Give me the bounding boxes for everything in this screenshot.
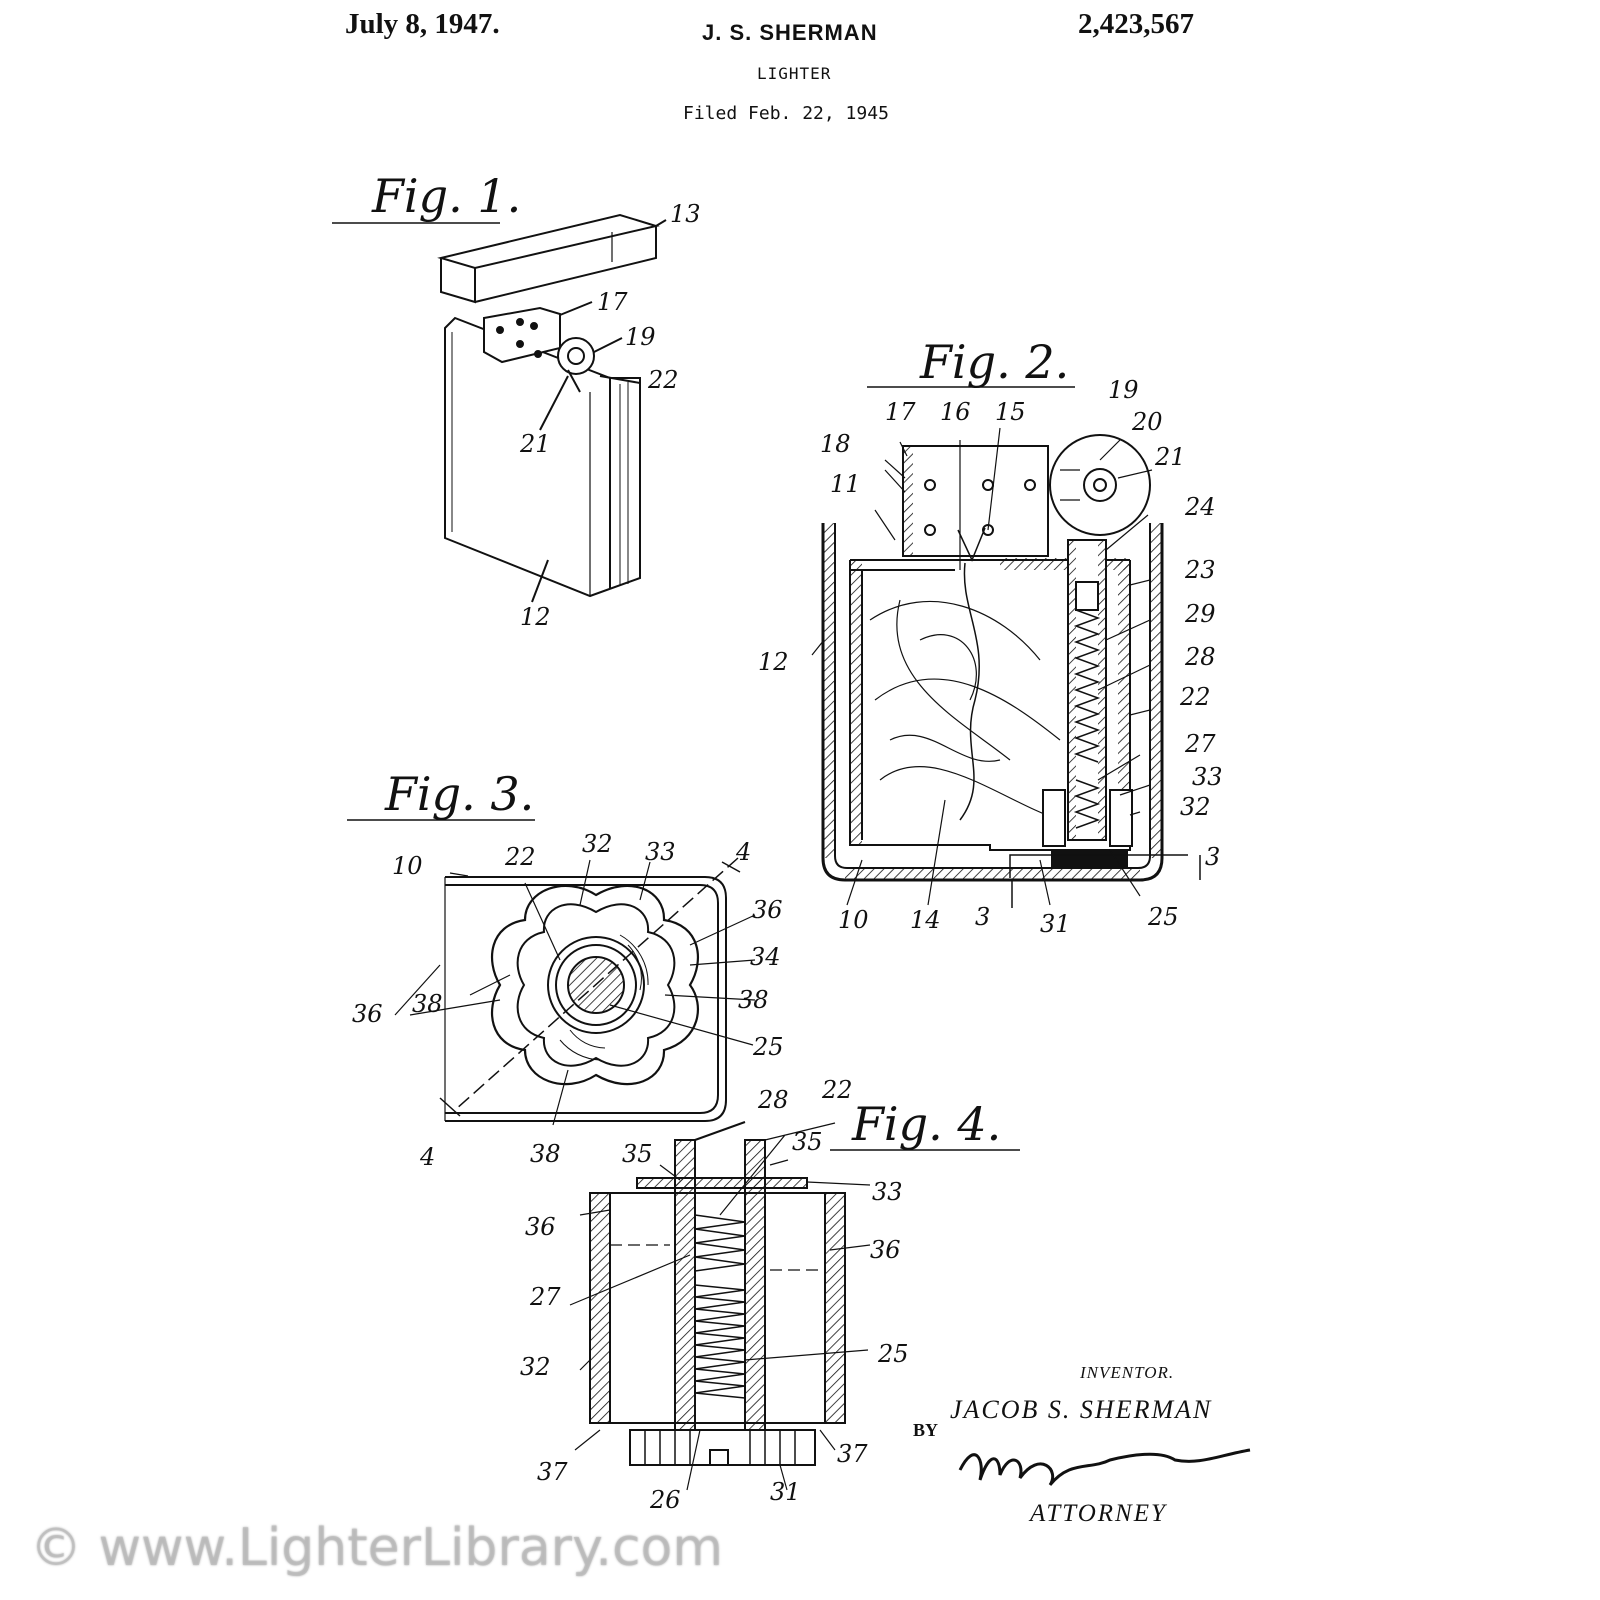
ref-numeral: 19 — [1108, 376, 1139, 404]
ref-numeral: 17 — [885, 398, 916, 426]
ref-numeral: 37 — [837, 1440, 868, 1468]
ref-numeral: 32 — [1180, 793, 1211, 821]
ref-numeral: 4 — [735, 838, 751, 866]
ref-numeral: 4 — [419, 1143, 435, 1171]
ref-numeral: 35 — [792, 1128, 823, 1156]
ref-numeral: 22 — [821, 1076, 853, 1104]
attorney-signature — [958, 1448, 1251, 1486]
ref-numeral: 24 — [1184, 493, 1216, 521]
ref-numeral: 28 — [1184, 643, 1216, 671]
patent-filed-date: Filed Feb. 22, 1945 — [683, 103, 889, 124]
ref-numeral: 28 — [757, 1086, 789, 1114]
ref-numeral: 34 — [750, 943, 781, 971]
ref-numeral: 25 — [877, 1340, 909, 1368]
ref-numeral: 27 — [1184, 730, 1216, 758]
ref-numeral: 38 — [738, 986, 769, 1014]
ref-numeral: 22 — [1179, 683, 1211, 711]
ref-numeral: 19 — [625, 323, 656, 351]
ref-numeral: 27 — [529, 1283, 561, 1311]
fig2-refs: 19 20 17 16 15 18 21 11 24 23 29 12 28 2… — [758, 376, 1223, 938]
ref-numeral: 13 — [670, 200, 701, 228]
inventor-label: INVENTOR. — [1080, 1363, 1175, 1382]
fig3-drawing — [347, 819, 756, 1126]
ref-numeral: 32 — [582, 830, 613, 858]
ref-numeral: 36 — [870, 1236, 901, 1264]
fig4-drawing — [569, 1121, 1020, 1491]
ref-numeral: 37 — [537, 1458, 568, 1486]
figure-labels: Fig. 1. Fig. 2. Fig. 3. Fig. 4. — [371, 169, 1069, 1151]
ref-numeral: 31 — [1040, 910, 1071, 938]
ref-numeral: 33 — [872, 1178, 903, 1206]
attorney-label: ATTORNEY — [1030, 1500, 1167, 1527]
ref-numeral: 15 — [995, 398, 1026, 426]
ref-numeral: 22 — [647, 366, 679, 394]
ref-numeral: 36 — [525, 1213, 556, 1241]
ref-numeral: 31 — [770, 1478, 801, 1506]
ref-numeral: 32 — [520, 1353, 551, 1381]
ref-numeral: 21 — [519, 430, 551, 458]
patent-number: 2,423,567 — [1078, 8, 1194, 40]
fig1-label: Fig. 1. — [371, 169, 521, 223]
ref-numeral: 26 — [649, 1486, 681, 1514]
ref-numeral: 33 — [645, 838, 676, 866]
ref-numeral: 35 — [622, 1140, 653, 1168]
watermark-text: © www.LighterLibrary.com — [30, 1518, 724, 1578]
ref-numeral: 20 — [1131, 408, 1163, 436]
ref-numeral: 16 — [940, 398, 971, 426]
ref-numeral: 3 — [975, 903, 990, 931]
fig1-refs: 13 17 19 22 21 12 — [519, 200, 701, 631]
fig1-drawing — [332, 213, 667, 603]
inventor-name: JACOB S. SHERMAN — [950, 1395, 1213, 1424]
ref-numeral: 18 — [820, 430, 851, 458]
ref-numeral: 33 — [1192, 763, 1223, 791]
ref-numeral: 22 — [504, 843, 536, 871]
fig3-label: Fig. 3. — [384, 767, 534, 821]
fig2-label: Fig. 2. — [919, 335, 1069, 389]
ref-numeral: 12 — [520, 603, 551, 631]
ref-numeral: 36 — [352, 1000, 383, 1028]
ref-numeral: 25 — [1147, 903, 1179, 931]
ref-numeral: 36 — [752, 896, 783, 924]
patent-date: July 8, 1947. — [345, 8, 500, 40]
ref-numeral: 14 — [910, 906, 941, 934]
ref-numeral: 23 — [1184, 556, 1216, 584]
ref-numeral: 25 — [752, 1033, 784, 1061]
fig2-drawing — [811, 386, 1201, 908]
fig4-label: Fig. 4. — [851, 1097, 1001, 1151]
patent-title: LIGHTER — [757, 64, 832, 83]
patent-inventor-header: J. S. SHERMAN — [702, 20, 878, 45]
ref-numeral: 3 — [1205, 843, 1220, 871]
ref-numeral: 11 — [830, 470, 861, 498]
ref-numeral: 38 — [412, 990, 443, 1018]
ref-numeral: 10 — [392, 852, 423, 880]
ref-numeral: 17 — [597, 288, 628, 316]
ref-numeral: 38 — [530, 1140, 561, 1168]
ref-numeral: 21 — [1154, 443, 1186, 471]
ref-numeral: 12 — [758, 648, 789, 676]
fig4-refs: 28 22 35 35 33 36 36 27 25 32 37 37 26 3… — [520, 1076, 909, 1514]
ref-numeral: 29 — [1184, 600, 1216, 628]
ref-numeral: 10 — [838, 906, 869, 934]
by-label: BY — [913, 1420, 939, 1440]
fig3-refs: 10 22 32 33 4 36 34 36 38 38 25 4 38 — [352, 830, 784, 1171]
